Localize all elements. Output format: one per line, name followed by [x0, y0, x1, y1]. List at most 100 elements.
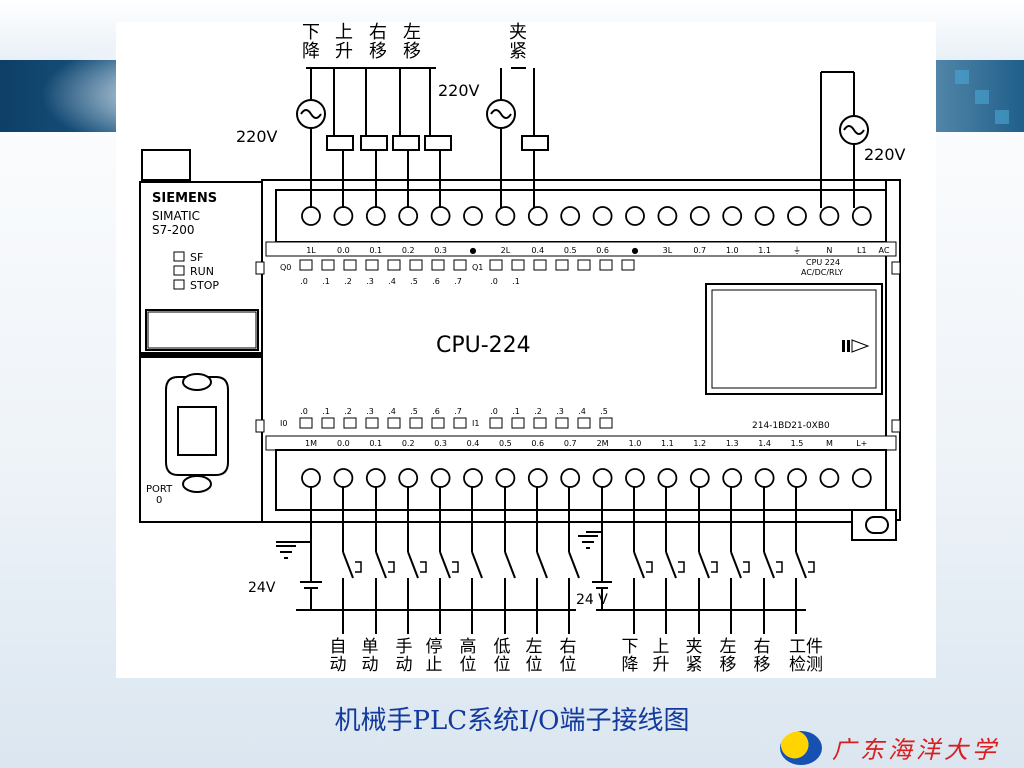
q1-led [555, 259, 569, 271]
terminal-label: 0.6 [596, 246, 609, 255]
terminal-label: 0.2 [402, 246, 415, 255]
terminal-label: AC [879, 246, 890, 255]
terminal-label: 3L [663, 246, 673, 255]
output-label-clamp: 夹紧 [509, 22, 527, 62]
switch-contact [407, 551, 419, 579]
pushbutton-icon [388, 561, 395, 573]
terminal-screw [495, 468, 516, 488]
q0-led [365, 259, 379, 271]
university-name: 广东海洋大学 [832, 736, 1000, 764]
input-label-rightmove: 右移 [754, 637, 771, 675]
input-label-high: 高位 [460, 637, 477, 675]
input-label-stop: 停止 [426, 637, 443, 675]
led-digit: .7 [454, 407, 462, 416]
switch-contact [375, 551, 387, 579]
led-label-run: RUN [190, 265, 214, 278]
switch-contact [633, 551, 645, 579]
terminal-screw [592, 206, 613, 226]
i1-led [511, 417, 525, 429]
terminal-label: 0.3 [434, 246, 447, 255]
terminal-label: L+ [856, 439, 867, 448]
q1-led [599, 259, 613, 271]
terminal-label: 0.4 [531, 246, 544, 255]
i0-label: I0 [280, 419, 287, 428]
led-digit: .4 [388, 277, 396, 286]
switch-contact [568, 551, 580, 579]
terminal-screw [463, 468, 483, 488]
led-digit: .6 [432, 407, 440, 416]
led-digit: .3 [366, 407, 374, 416]
led-digit: .4 [388, 407, 396, 416]
ac-wave-icon [490, 109, 512, 119]
q0-led [453, 259, 467, 271]
led-digit: .3 [556, 407, 564, 416]
plc-series: S7-200 [152, 223, 195, 237]
terminal-screw [398, 206, 419, 226]
i0-led [453, 417, 467, 429]
terminal-screw [787, 206, 807, 226]
plc-model-small: CPU 224 [806, 258, 840, 267]
terminal-screw [819, 206, 840, 226]
led-digit: .0 [300, 277, 308, 286]
q0-led [387, 259, 401, 271]
q1-led [511, 259, 525, 271]
voltage-label-24: 24V [248, 580, 276, 596]
plc-main-body: CPU-224 CPU 224 AC/DC/RLY 214-1BD21-0XB0… [255, 179, 901, 541]
input-label-auto: 自动 [330, 637, 347, 675]
terminal-label: 0.1 [369, 246, 382, 255]
i1-led [533, 417, 547, 429]
led-digit: .4 [578, 407, 586, 416]
led-label-stop: STOP [190, 279, 219, 292]
ground-icon [276, 545, 296, 559]
decor-tile [995, 110, 1009, 124]
ac-wave-icon [843, 125, 865, 135]
terminal-label: 0.1 [369, 439, 382, 448]
voltage-label-24b: 24 V [576, 592, 608, 608]
input-label-down: 下降 [622, 637, 639, 675]
terminal-label: ⏚ [793, 246, 801, 255]
terminal-label: 2M [597, 439, 609, 448]
led-digit: .2 [344, 407, 352, 416]
led-digit: .1 [512, 407, 520, 416]
switch-contact [504, 551, 516, 579]
terminal-label: 1.0 [726, 246, 739, 255]
i0-led [321, 417, 335, 429]
terminal-screw [754, 468, 775, 488]
relay-coil [360, 135, 388, 151]
relay-coil [392, 135, 420, 151]
terminal-screw [625, 206, 645, 226]
expansion-door [705, 283, 883, 395]
output-label-up: 上升 [335, 22, 353, 62]
voltage-label-220-c: 220V [864, 145, 906, 164]
i0-led [387, 417, 401, 429]
led-label-sf: SF [190, 251, 203, 264]
terminal-screw [722, 468, 743, 488]
terminal-label: 1.1 [661, 439, 674, 448]
input-label-leftpos: 左位 [526, 637, 543, 675]
i0-led [409, 417, 423, 429]
terminal-screw [301, 206, 321, 226]
input-label-up: 上升 [653, 637, 670, 675]
pushbutton-icon [808, 561, 815, 573]
terminal-screw [657, 468, 678, 488]
i0-led [299, 417, 313, 429]
bottom-terminal-block [275, 449, 887, 511]
output-label-left: 左移 [403, 22, 421, 62]
input-label-clamp: 夹紧 [686, 637, 703, 675]
terminal-label: 0.2 [402, 439, 415, 448]
i1-led [555, 417, 569, 429]
terminal-label: N [826, 246, 832, 255]
switch-contact [439, 551, 451, 579]
input-label-rightpos: 右位 [560, 637, 577, 675]
switch-contact [795, 551, 807, 579]
terminal-screw [689, 206, 710, 226]
terminal-label: 0.5 [499, 439, 512, 448]
output-label-down: 下降 [302, 22, 320, 62]
terminal-label: 0.4 [467, 439, 480, 448]
led-digit: .1 [322, 407, 330, 416]
diagram-caption: 机械手PLC系统I/O端子接线图 [334, 706, 690, 736]
q0-led [299, 259, 313, 271]
switch-contact [763, 551, 775, 579]
